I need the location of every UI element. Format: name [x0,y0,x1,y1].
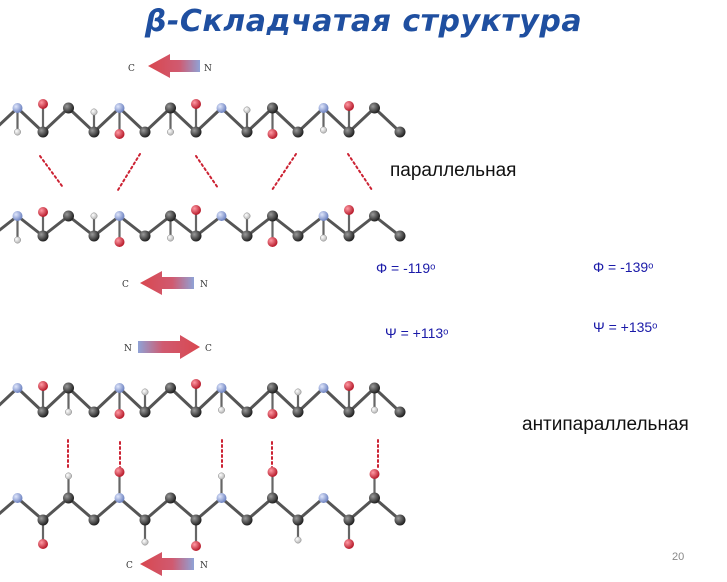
beta-sheet-figure: C N C N N C C N [0,40,420,582]
phi-parallel-value: Φ = -119ᵒ [376,260,436,276]
atom-layer [12,99,406,551]
arrow-1-right-label: N [204,64,212,74]
bond-layer [0,102,402,548]
psi-antiparallel-value: Ψ = +135ᵒ [593,319,658,335]
phi-antiparallel-value: Φ = -139ᵒ [593,259,654,275]
page-number: 20 [672,551,685,563]
arrow-2-right-label: N [200,280,208,290]
slide-title: β-Складчатая структура [144,4,583,39]
strand-direction-arrow-3: N C [124,335,212,359]
arrow-4-left-label: C [126,561,133,571]
psi-parallel-value: Ψ = +113ᵒ [385,325,449,341]
arrow-4-right-label: N [200,561,208,571]
arrow-3-right-label: C [205,344,212,354]
arrow-3-left-label: N [124,344,132,354]
hydrogen-bond-layer [39,153,379,471]
parallel-label: параллельная [390,160,517,181]
strand-direction-arrow-1: C N [128,54,212,78]
beta-sheet-illustration: C N C N N C C N [0,54,406,576]
antiparallel-label: антипараллельная [522,414,689,435]
strand-direction-arrow-4: C N [126,552,208,576]
strand-direction-arrow-2: C N [122,271,208,295]
arrow-2-left-label: C [122,280,129,290]
arrow-1-left-label: C [128,64,135,74]
